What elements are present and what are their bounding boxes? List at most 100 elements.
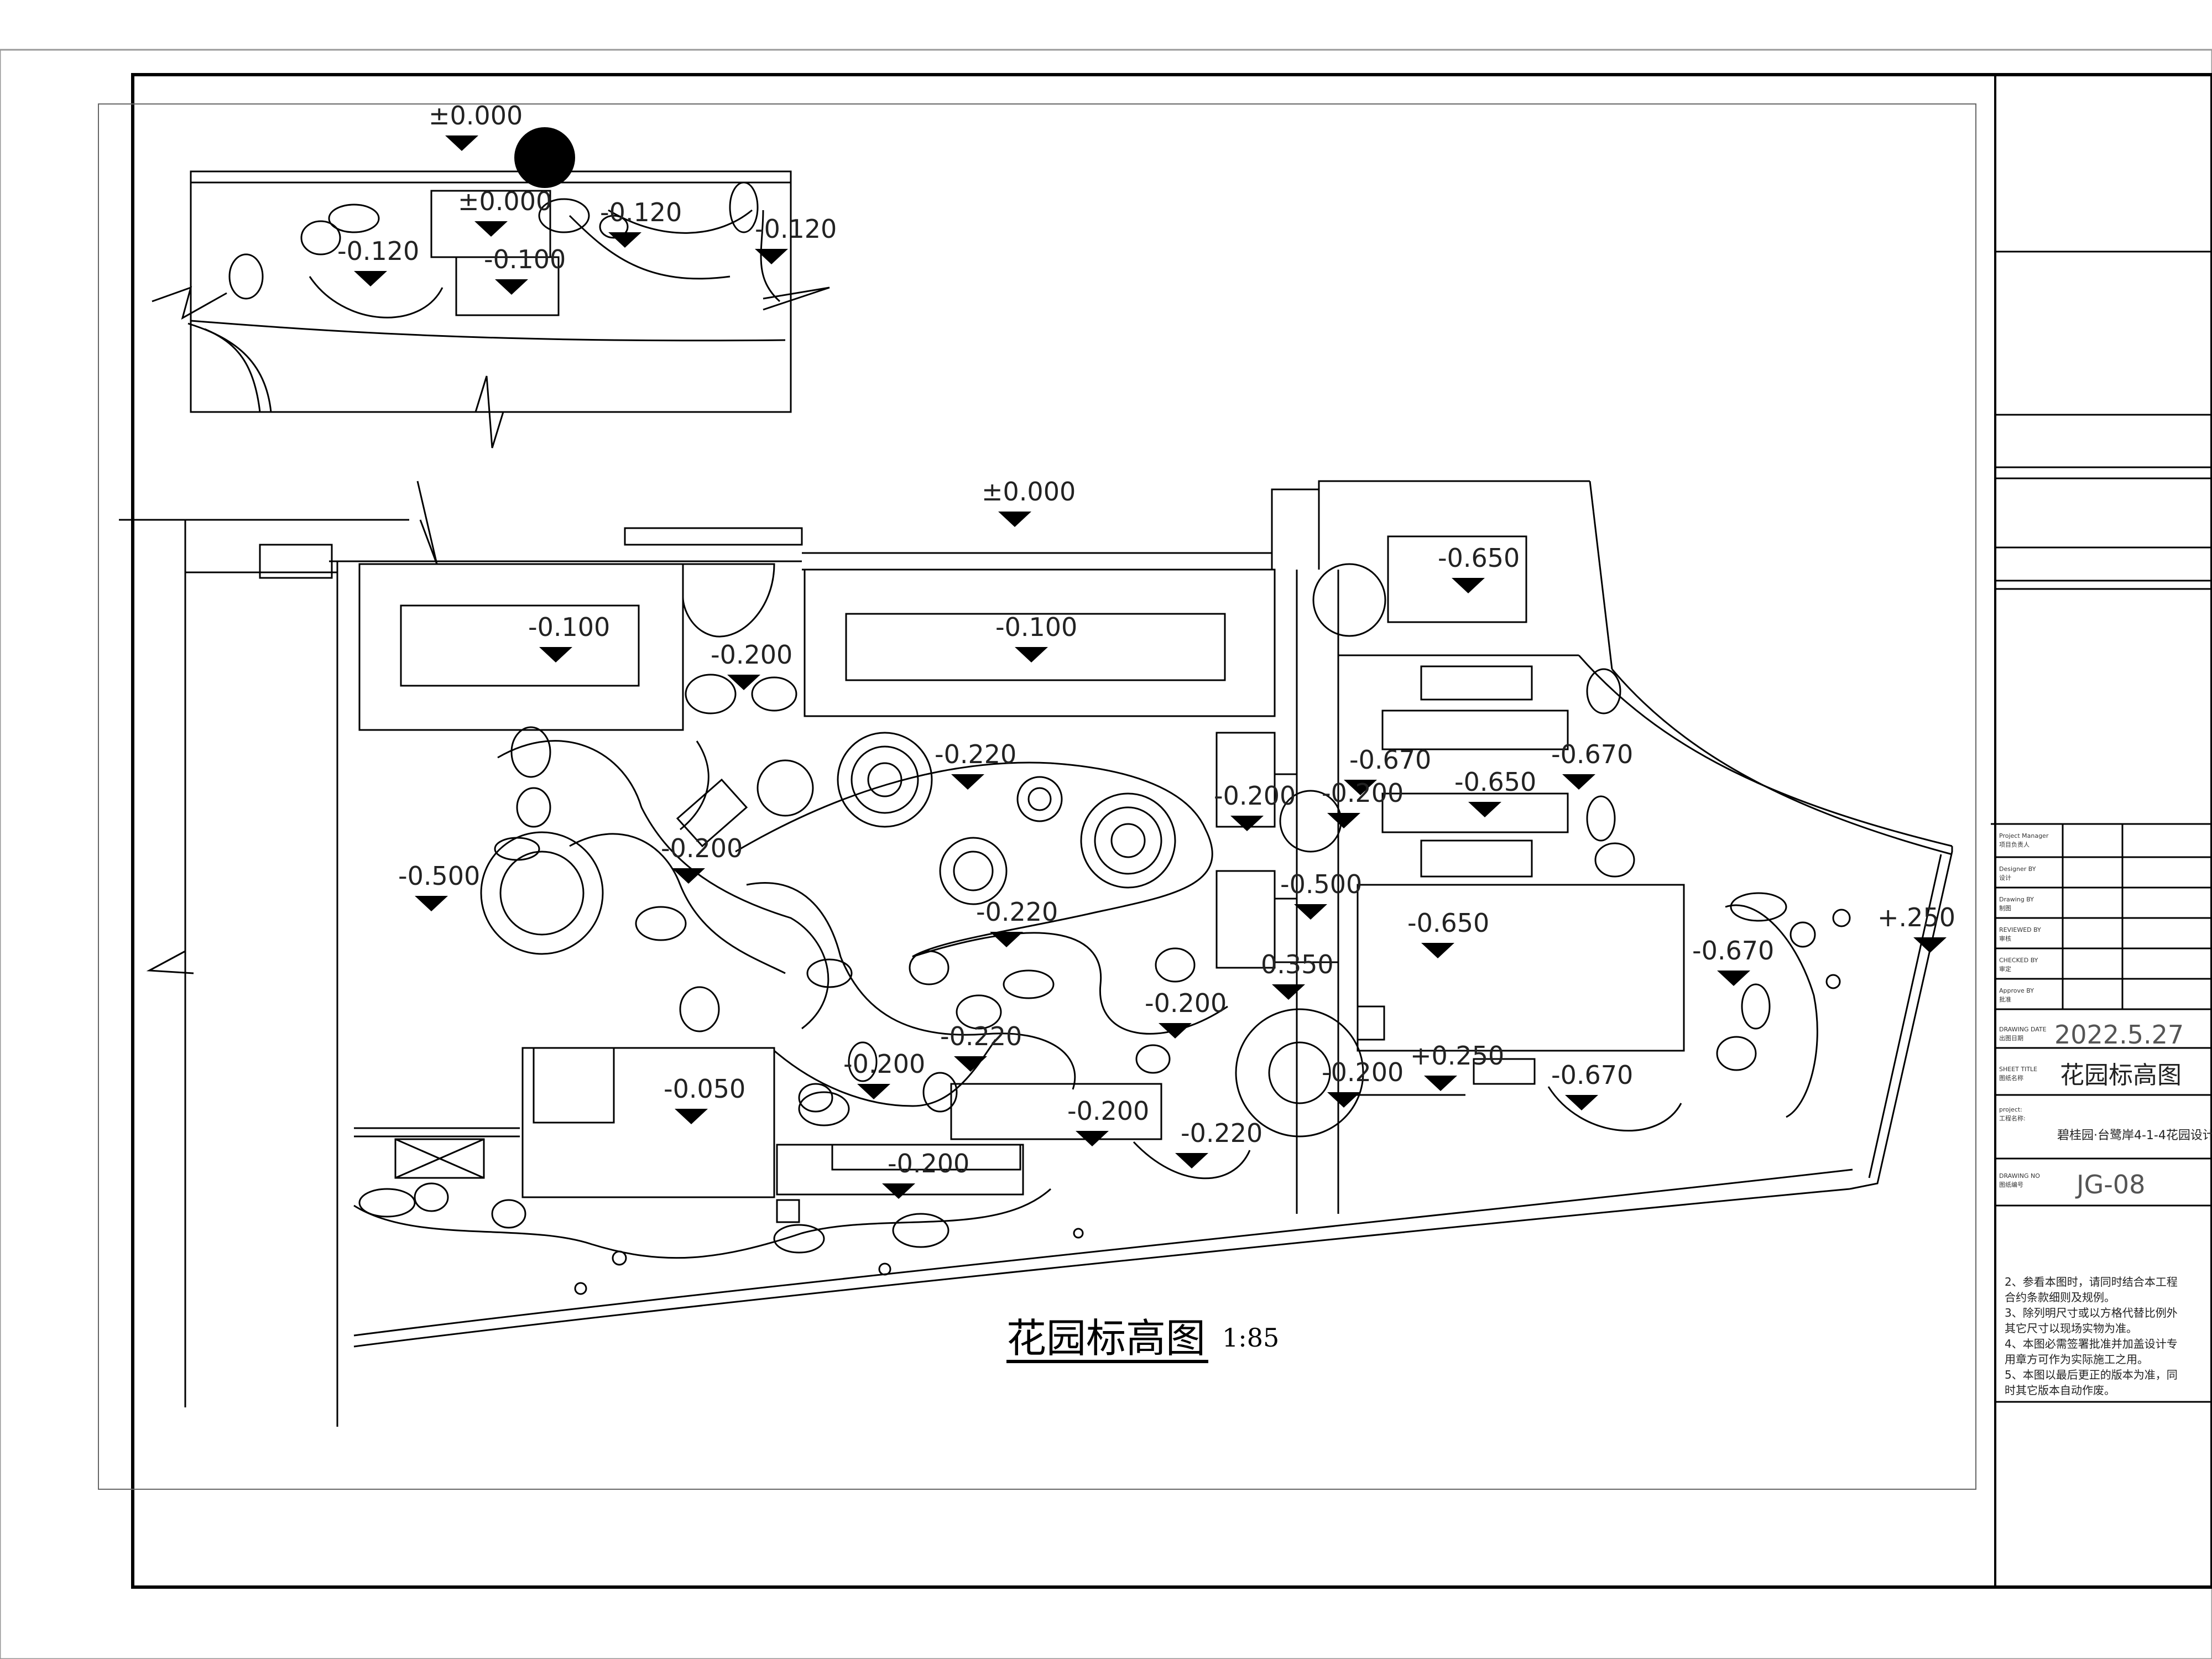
tb-date-value: 2022.5.27 — [2054, 1020, 2184, 1050]
elev-top-right: -0.120 — [755, 214, 837, 264]
elev-pool-left: -0.100 — [528, 612, 610, 662]
svg-text:设计: 设计 — [1999, 874, 2011, 881]
svg-text:其它尺寸以现场实物为准。: 其它尺寸以现场实物为准。 — [2005, 1322, 2137, 1335]
svg-text:-0.220: -0.220 — [1181, 1118, 1262, 1148]
svg-text:Project Manager: Project Manager — [1999, 832, 2049, 839]
elev-top-stone-right: -0.120 — [600, 197, 682, 248]
svg-text:2、参看本图时，请同时结合本工程: 2、参看本图时，请同时结合本工程 — [2005, 1275, 2178, 1288]
svg-text:出图日期: 出图日期 — [1999, 1034, 2023, 1042]
elev-stair-base: -0.200 — [1322, 1057, 1404, 1108]
title-block: Project Manager 项目负责人 Designer BY 设计 Dra… — [1991, 74, 2212, 1588]
tb-row-reviewed: REVIEWED BY 审核 — [1999, 926, 2041, 942]
svg-text:-0.100: -0.100 — [528, 612, 610, 642]
plot-boundary — [98, 103, 1976, 1490]
elev-pool-center: -0.100 — [995, 612, 1077, 662]
svg-text:合约条款细则及规例。: 合约条款细则及规例。 — [2005, 1291, 2115, 1304]
svg-text:±0.000: ±0.000 — [429, 101, 523, 131]
svg-text:project:: project: — [1999, 1106, 2022, 1113]
elev-lower-path: -0.220 — [1175, 1118, 1262, 1168]
elevation-markers: ±0.000 ±0.000 -0.120 -0.120 -0.120 -0.10… — [337, 101, 1955, 1199]
svg-text:Designer BY: Designer BY — [1999, 865, 2036, 873]
tb-row-project-manager: Project Manager 项目负责人 — [1999, 832, 2049, 848]
svg-text:-0.670: -0.670 — [1551, 1060, 1633, 1090]
tb-project-row: project: 工程名称: 碧桂园·台鹭岸4-1-4花园设计 — [1999, 1106, 2212, 1142]
elev-gate-step: +0.250 — [1410, 1041, 1504, 1091]
svg-text:DRAWING DATE: DRAWING DATE — [1999, 1026, 2047, 1033]
drawing-title-block: 花园标高图 1:85 — [1006, 1315, 1279, 1363]
elev-terrace: -0.200 — [1322, 778, 1404, 828]
svg-text:-0.120: -0.120 — [755, 214, 837, 244]
tb-sheet-title-row: SHEET TITLE 图纸名称 花园标高图 — [1999, 1061, 2182, 1089]
svg-text:-0.670: -0.670 — [1551, 739, 1633, 769]
north-marker — [514, 127, 575, 188]
svg-text:-0.050: -0.050 — [664, 1074, 745, 1104]
svg-text:审定: 审定 — [1999, 965, 2011, 973]
svg-text:Drawing BY: Drawing BY — [1999, 896, 2034, 903]
elev-steps-left: -0.200 — [661, 833, 743, 884]
svg-text:-0.100: -0.100 — [995, 612, 1077, 642]
svg-text:±0.000: ±0.000 — [458, 186, 552, 216]
rock-clusters — [358, 668, 1851, 1295]
elev-pond-center: -0.220 — [940, 1021, 1022, 1072]
svg-text:制图: 制图 — [1999, 905, 2011, 912]
svg-text:-0.200: -0.200 — [1322, 1057, 1404, 1087]
elev-pond-left: -0.200 — [843, 1049, 925, 1099]
svg-text:-0.500: -0.500 — [1280, 869, 1362, 899]
svg-text:SHEET TITLE: SHEET TITLE — [1999, 1066, 2037, 1073]
drawing-scale: 1:85 — [1222, 1323, 1279, 1353]
elev-small-pool: -0.050 — [664, 1074, 745, 1124]
elev-east-right: -0.670 — [1692, 936, 1774, 986]
elev-east-mid-right: -0.670 — [1551, 739, 1633, 790]
svg-text:-0.200: -0.200 — [711, 640, 792, 670]
svg-text:5、本图以最后更正的版本为准，同: 5、本图以最后更正的版本为准，同 — [2005, 1368, 2178, 1381]
svg-text:-0.650: -0.650 — [1454, 767, 1536, 797]
svg-text:-0.220: -0.220 — [976, 897, 1058, 927]
svg-text:审核: 审核 — [1999, 935, 2011, 942]
tb-row-designer: Designer BY 设计 — [1999, 865, 2036, 881]
elev-pond-right: -0.200 — [1145, 988, 1227, 1039]
svg-text:图纸编号: 图纸编号 — [1999, 1181, 2023, 1188]
tb-row-approve: Approve BY 批准 — [1999, 987, 2034, 1003]
svg-text:-0.200: -0.200 — [843, 1049, 925, 1079]
tb-date-row: DRAWING DATE 出图日期 2022.5.27 — [1999, 1020, 2184, 1050]
elev-top-left-entry: ±0.000 — [429, 101, 523, 151]
svg-text:-0.100: -0.100 — [484, 244, 566, 274]
svg-text:-0.220: -0.220 — [935, 739, 1016, 769]
elev-east-pool: -0.650 — [1438, 543, 1520, 593]
svg-text:REVIEWED BY: REVIEWED BY — [1999, 926, 2041, 933]
svg-text:用章方可作为实际施工之用。: 用章方可作为实际施工之用。 — [2005, 1353, 2148, 1366]
svg-text:-0.650: -0.650 — [1407, 908, 1489, 938]
svg-text:工程名称:: 工程名称: — [1999, 1114, 2026, 1122]
svg-text:-0.200: -0.200 — [661, 833, 743, 863]
svg-text:图纸名称: 图纸名称 — [1999, 1074, 2023, 1082]
main-plan-linework — [119, 480, 1953, 1427]
svg-text:-0.120: -0.120 — [337, 236, 419, 266]
tb-sheet-title-value: 花园标高图 — [2060, 1061, 2182, 1089]
tb-row-checked: CHECKED BY 审定 — [1999, 957, 2038, 973]
svg-text:-0.220: -0.220 — [940, 1021, 1022, 1051]
elev-lawn-center: -0.220 — [976, 897, 1058, 947]
elev-top-pool-lower: -0.100 — [484, 244, 566, 295]
elev-east-big-pool: -0.650 — [1407, 908, 1489, 958]
svg-text:-0.200: -0.200 — [888, 1149, 969, 1178]
elev-east-mid-left: -0.670 — [1344, 745, 1431, 795]
svg-text:-0.500: -0.500 — [398, 861, 480, 891]
svg-text:-0.200: -0.200 — [1322, 778, 1404, 808]
drawing-title: 花园标高图 — [1006, 1315, 1206, 1361]
elev-stair-landing: 0.350 — [1261, 950, 1334, 1000]
elev-fountain-area: -0.220 — [935, 739, 1016, 790]
svg-text:+0.250: +0.250 — [1410, 1041, 1504, 1071]
elev-lawn-left: -0.500 — [398, 861, 480, 911]
elev-top-pool: ±0.000 — [458, 186, 552, 237]
elev-east-mid-center: -0.650 — [1454, 767, 1536, 817]
svg-text:0.350: 0.350 — [1261, 950, 1334, 979]
tb-row-drawing-by: Drawing BY 制图 — [1999, 896, 2034, 912]
svg-text:±0.000: ±0.000 — [982, 477, 1076, 507]
elev-far-right: +.250 — [1877, 902, 1955, 953]
svg-text:-0.200: -0.200 — [1067, 1096, 1149, 1126]
tb-notes: 2、参看本图时，请同时结合本工程 合约条款细则及规例。 3、除列明尺寸或以方格代… — [2005, 1275, 2178, 1397]
upper-partial-plan — [152, 170, 830, 448]
tb-drawing-no-row: DRAWING NO 图纸编号 JG-08 — [1999, 1170, 2145, 1199]
svg-text:项目负责人: 项目负责人 — [1999, 841, 2030, 848]
